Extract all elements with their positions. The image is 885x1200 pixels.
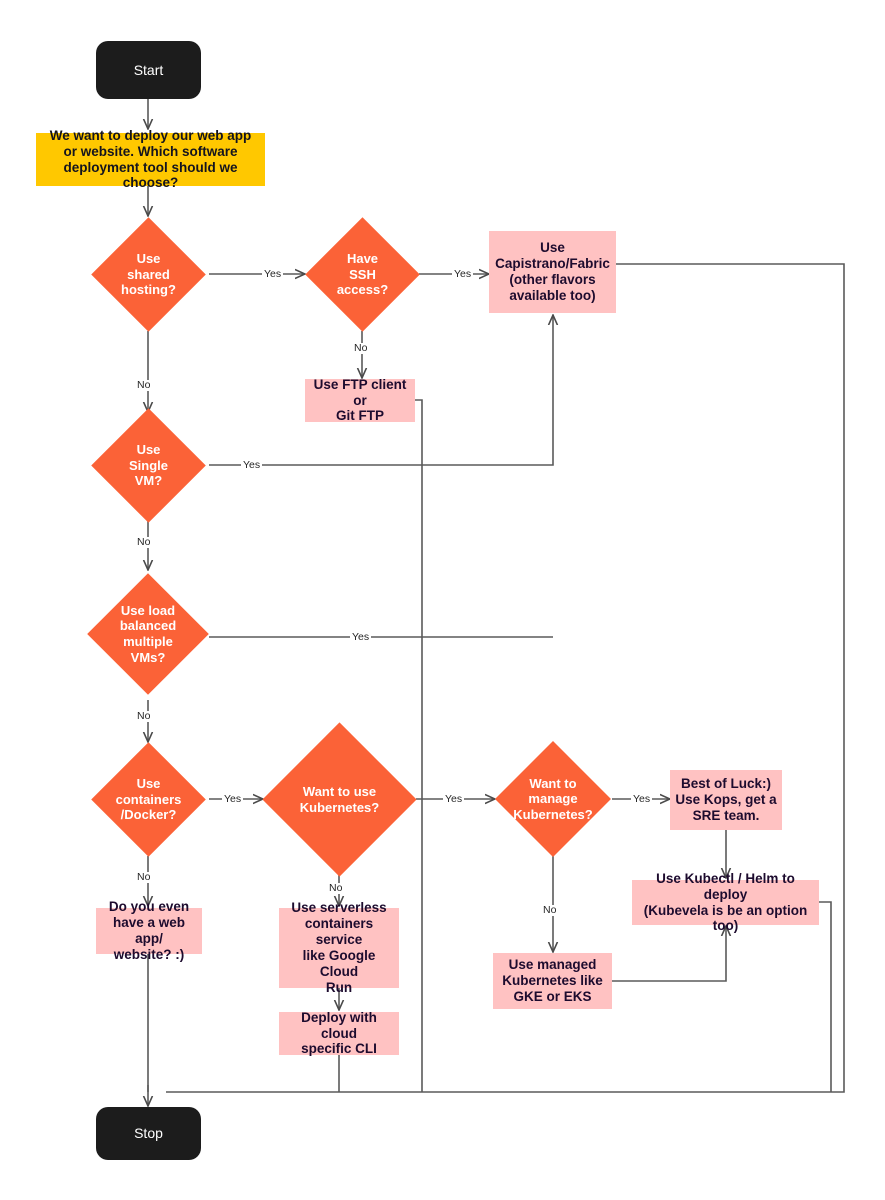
edge-label-lb-yes: Yes [350, 631, 372, 643]
node-start-label: Start [133, 61, 164, 78]
edge-label-shared-yes: Yes [262, 268, 284, 280]
node-capistrano-label: Use Capistrano/Fabric (other flavors ava… [495, 240, 610, 303]
node-question[interactable]: We want to deploy our web app or website… [36, 128, 265, 190]
node-use-load-balanced-vms[interactable]: Use load balanced multiple VMs? [87, 573, 209, 695]
node-want-to-manage-kubernetes-label: Want to manage Kubernetes? [513, 775, 593, 822]
edge-label-manage-k8s-no: No [541, 904, 559, 916]
edge-label-single-vm-yes: Yes [241, 459, 263, 471]
node-no-webapp[interactable]: Do you even have a web app/ website? :) [96, 899, 202, 962]
node-use-shared-hosting-label: Use shared hosting? [121, 251, 176, 298]
node-managed-kubernetes-label: Use managed Kubernetes like GKE or EKS [502, 957, 603, 1004]
node-cloud-specific-cli[interactable]: Deploy with cloud specific CLI [279, 1009, 399, 1057]
node-cloud-specific-cli-label: Deploy with cloud specific CLI [301, 1009, 377, 1057]
node-kops[interactable]: Best of Luck:) Use Kops, get a SRE team. [670, 770, 782, 830]
node-question-label: We want to deploy our web app or website… [49, 127, 252, 191]
node-no-webapp-label: Do you even have a web app/ website? :) [108, 899, 190, 962]
node-serverless-containers-label: Use serverless containers service like G… [291, 900, 387, 995]
node-managed-kubernetes[interactable]: Use managed Kubernetes like GKE or EKS [493, 953, 612, 1009]
node-want-to-use-kubernetes[interactable]: Want to use Kubernetes? [262, 722, 417, 877]
edge-label-manage-k8s-yes: Yes [631, 793, 653, 805]
edge-label-single-vm-no: No [135, 536, 153, 548]
node-ftp-label: Use FTP client or Git FTP [313, 376, 407, 424]
node-use-containers-docker-label: Use containers /Docker? [115, 776, 182, 823]
node-use-single-vm[interactable]: Use Single VM? [91, 408, 206, 523]
edge-label-containers-no: No [135, 871, 153, 883]
edge-kubectl-stop [818, 901, 832, 1092]
node-have-ssh-access[interactable]: Have SSH access? [305, 217, 420, 332]
node-use-single-vm-label: Use Single VM? [128, 442, 168, 489]
node-use-shared-hosting[interactable]: Use shared hosting? [91, 217, 206, 332]
edge-ftp-stop [414, 399, 423, 1092]
node-stop-label: Stop [134, 1125, 163, 1142]
node-start[interactable]: Start [96, 41, 201, 99]
node-use-load-balanced-vms-label: Use load balanced multiple VMs? [119, 602, 177, 665]
node-capistrano[interactable]: Use Capistrano/Fabric (other flavors ava… [489, 231, 616, 313]
node-kops-label: Best of Luck:) Use Kops, get a SRE team. [675, 776, 777, 823]
edge-label-lb-no: No [135, 710, 153, 722]
node-want-to-manage-kubernetes[interactable]: Want to manage Kubernetes? [495, 741, 611, 857]
node-serverless-containers[interactable]: Use serverless containers service like G… [279, 900, 399, 995]
node-use-containers-docker[interactable]: Use containers /Docker? [91, 742, 206, 857]
node-want-to-use-kubernetes-label: Want to use Kubernetes? [299, 783, 380, 815]
node-have-ssh-access-label: Have SSH access? [336, 251, 389, 298]
edge-label-want-k8s-yes: Yes [443, 793, 465, 805]
node-kubectl-helm-label: Use Kubectl / Helm to deploy (Kubevela i… [643, 870, 808, 934]
edge-label-want-k8s-no: No [327, 882, 345, 894]
edge-label-containers-yes: Yes [222, 793, 244, 805]
edge-label-shared-no: No [135, 379, 153, 391]
node-stop[interactable]: Stop [96, 1107, 201, 1160]
edge-label-ssh-yes: Yes [452, 268, 474, 280]
edge-label-ssh-no: No [352, 342, 370, 354]
node-kubectl-helm[interactable]: Use Kubectl / Helm to deploy (Kubevela i… [632, 871, 819, 933]
node-ftp[interactable]: Use FTP client or Git FTP [305, 376, 415, 424]
